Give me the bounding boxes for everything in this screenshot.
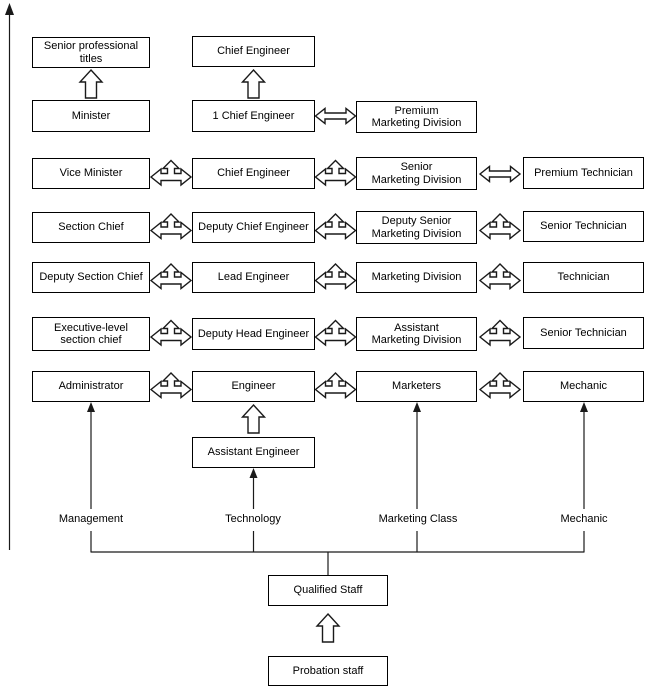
career-axis-arrowhead-icon xyxy=(5,3,14,15)
box-chief-engineer: Chief Engineer xyxy=(192,158,315,189)
box-deputy-head-engineer: Deputy Head Engineer xyxy=(192,318,315,350)
three-way-arrow-icon-r4-g1 xyxy=(150,213,192,240)
three-way-arrow-icon-r5-g3 xyxy=(479,263,521,290)
three-way-arrow-icon-r3-g2 xyxy=(314,159,357,186)
box-chief-engineer-top: Chief Engineer xyxy=(192,36,315,67)
category-label-mechanic: Mechanic xyxy=(557,512,611,527)
box-1-chief-engineer: 1 Chief Engineer xyxy=(192,100,315,132)
box-senior-technician-upper: Senior Technician xyxy=(523,211,644,242)
box-mechanic: Mechanic xyxy=(523,371,644,402)
box-executive-level-section-chief: Executive-level section chief xyxy=(32,317,150,351)
category-label-marketing-class: Marketing Class xyxy=(375,512,461,527)
box-premium-technician: Premium Technician xyxy=(523,157,644,189)
three-way-arrow-icon-r6-g3 xyxy=(479,319,521,346)
box-senior-professional-titles: Senior professional titles xyxy=(32,37,150,68)
three-way-arrow-icon-r4-g2 xyxy=(314,213,357,240)
three-way-arrow-icon-r5-g2 xyxy=(314,263,357,290)
box-marketing-division: Marketing Division xyxy=(356,262,477,293)
three-way-arrow-icon-r7-g3 xyxy=(479,372,521,399)
box-qualified-staff: Qualified Staff xyxy=(268,575,388,606)
box-assistant-engineer: Assistant Engineer xyxy=(192,437,315,468)
three-way-arrow-icon-r3-g1 xyxy=(150,159,192,186)
box-marketers: Marketers xyxy=(356,371,477,402)
box-assistant-marketing-division: Assistant Marketing Division xyxy=(356,317,477,351)
box-deputy-section-chief: Deputy Section Chief xyxy=(32,262,150,293)
technology-promotion-arrowhead-icon xyxy=(249,468,258,478)
up-block-arrow-icon-minister xyxy=(79,69,103,99)
double-arrow-icon-row2 xyxy=(314,107,357,125)
double-arrow-icon-row3-right xyxy=(479,165,521,183)
box-probation-staff: Probation staff xyxy=(268,656,388,686)
mechanic-promotion-arrowhead-icon xyxy=(580,402,588,412)
box-section-chief: Section Chief xyxy=(32,212,150,243)
box-engineer: Engineer xyxy=(192,371,315,402)
three-way-arrow-icon-r7-g1 xyxy=(150,372,192,399)
category-label-management: Management xyxy=(55,512,127,527)
three-way-arrow-icon-r5-g1 xyxy=(150,263,192,290)
box-vice-minister: Vice Minister xyxy=(32,158,150,189)
box-senior-technician-lower: Senior Technician xyxy=(523,317,644,349)
box-deputy-senior-marketing-division: Deputy Senior Marketing Division xyxy=(356,211,477,244)
box-senior-marketing-division: Senior Marketing Division xyxy=(356,157,477,190)
box-administrator: Administrator xyxy=(32,371,150,402)
up-block-arrow-icon-assistant-engineer xyxy=(241,404,266,434)
management-promotion-arrowhead-icon xyxy=(87,402,95,412)
up-block-arrow-icon-probation xyxy=(316,613,340,643)
box-technician: Technician xyxy=(523,262,644,293)
marketing-promotion-arrowhead-icon xyxy=(413,402,421,412)
three-way-arrow-icon-r6-g2 xyxy=(314,319,357,346)
three-way-arrow-icon-r6-g1 xyxy=(150,319,192,346)
box-premium-marketing-division: Premium Marketing Division xyxy=(356,101,477,133)
up-block-arrow-icon-chief-engineer xyxy=(241,69,266,99)
box-minister: Minister xyxy=(32,100,150,132)
category-label-technology: Technology xyxy=(222,512,284,527)
three-way-arrow-icon-r4-g3 xyxy=(479,213,521,240)
three-way-arrow-icon-r7-g2 xyxy=(314,372,357,399)
box-lead-engineer: Lead Engineer xyxy=(192,262,315,293)
box-deputy-chief-engineer: Deputy Chief Engineer xyxy=(192,212,315,243)
